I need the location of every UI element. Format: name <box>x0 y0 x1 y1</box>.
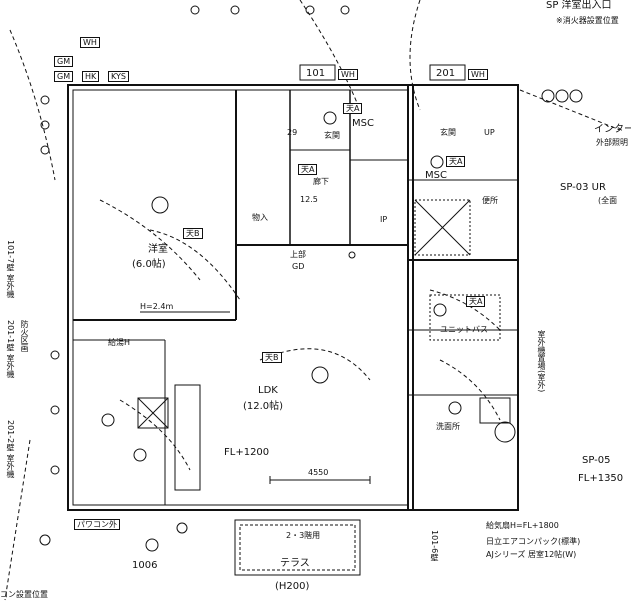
intercom-label: インター <box>594 124 631 135</box>
left-label-3: 201-2壁 室外機 <box>6 420 15 478</box>
room-entrance-2: 玄関 <box>440 128 456 137</box>
aircon-spec-2: AJシリーズ 居室12帖(W) <box>486 550 577 559</box>
height-h200: (H200) <box>275 581 310 592</box>
fl1350-note: FL+1350 <box>578 473 624 484</box>
room-ldk: LDK <box>258 385 278 396</box>
left-label-5: 101-6壁 <box>430 530 439 562</box>
room-kitchen: 給湯H <box>108 338 131 347</box>
up-mark: UP <box>484 128 495 137</box>
sp03-label: SP-03 UR <box>560 182 606 193</box>
room-western-size: (6.0帖) <box>132 259 166 270</box>
unit-number-201: 201 <box>436 68 456 79</box>
room-msc-2: MSC <box>425 170 447 181</box>
number-29: 29 <box>287 128 298 137</box>
height-note: H=2.4m <box>140 302 174 311</box>
wh-label-201: WH <box>468 69 488 80</box>
ceiling-label-6: 天A <box>466 296 486 307</box>
ip-mark: IP <box>380 215 388 224</box>
dim-4550: 4550 <box>308 468 329 477</box>
room-toilet: 便所 <box>482 196 498 205</box>
left-label-2: 201-1壁 室外機 <box>6 320 15 378</box>
ceiling-label-5: 天A <box>446 156 466 167</box>
left-label-4: 防火区画 <box>20 320 29 352</box>
outer-wall-label: 外部照明 <box>596 138 628 147</box>
room-ldk-size: (12.0帖) <box>243 401 284 412</box>
kys-meter-box: KYS <box>108 71 129 82</box>
sp03-sub-label: (全面 <box>598 196 618 205</box>
ceiling-label-4: 天B <box>262 352 282 363</box>
ceiling-label-3: 天A <box>298 164 318 175</box>
gm-meter-box-2: GM <box>54 71 74 82</box>
room-storage: 物入 <box>252 213 268 222</box>
left-label-1: 101-7壁 室外機 <box>6 240 15 298</box>
vent-height-note: 給気扇H=FL+1800 <box>486 521 559 530</box>
ceiling-label-1: 天B <box>183 228 203 239</box>
room-unit-bath: ユニットバス <box>440 325 488 334</box>
bottom-left-note: コン設置位置 <box>0 590 48 599</box>
gd-note: GD <box>292 262 305 271</box>
sp-top-label: SP 洋室出入口 <box>546 0 612 11</box>
room-terrace-area: 2・3階用 <box>286 531 321 540</box>
aircon-outdoor-box: パワコン外 <box>74 519 120 530</box>
room-msc-1: MSC <box>352 118 374 129</box>
fire-detector-note: ※消火器設置位置 <box>556 16 619 25</box>
gm-meter-box-1: GM <box>54 56 74 67</box>
room-washroom: 洗面所 <box>436 422 460 431</box>
upper-note: 上部 <box>290 250 306 259</box>
ceiling-label-2: 天A <box>343 103 363 114</box>
room-entrance-1: 玄関 <box>324 131 340 140</box>
wh-label-101: WH <box>338 69 358 80</box>
dim-12-5: 12.5 <box>300 195 318 204</box>
number-1006: 1006 <box>132 560 158 571</box>
wh-meter-box: WH <box>80 37 100 48</box>
room-western: 洋室 <box>148 244 168 255</box>
unit-number-101: 101 <box>306 68 326 79</box>
right-label-1: 室外機置場(室外) <box>537 330 546 393</box>
room-hall: 廊下 <box>313 177 329 186</box>
hk-meter-box: HK <box>82 71 100 82</box>
aircon-spec-1: 日立エアコンパック(標準) <box>486 537 581 546</box>
room-terrace: テラス <box>280 558 310 569</box>
sp05-label: SP-05 <box>582 455 611 466</box>
fl1200-note: FL+1200 <box>224 447 270 458</box>
